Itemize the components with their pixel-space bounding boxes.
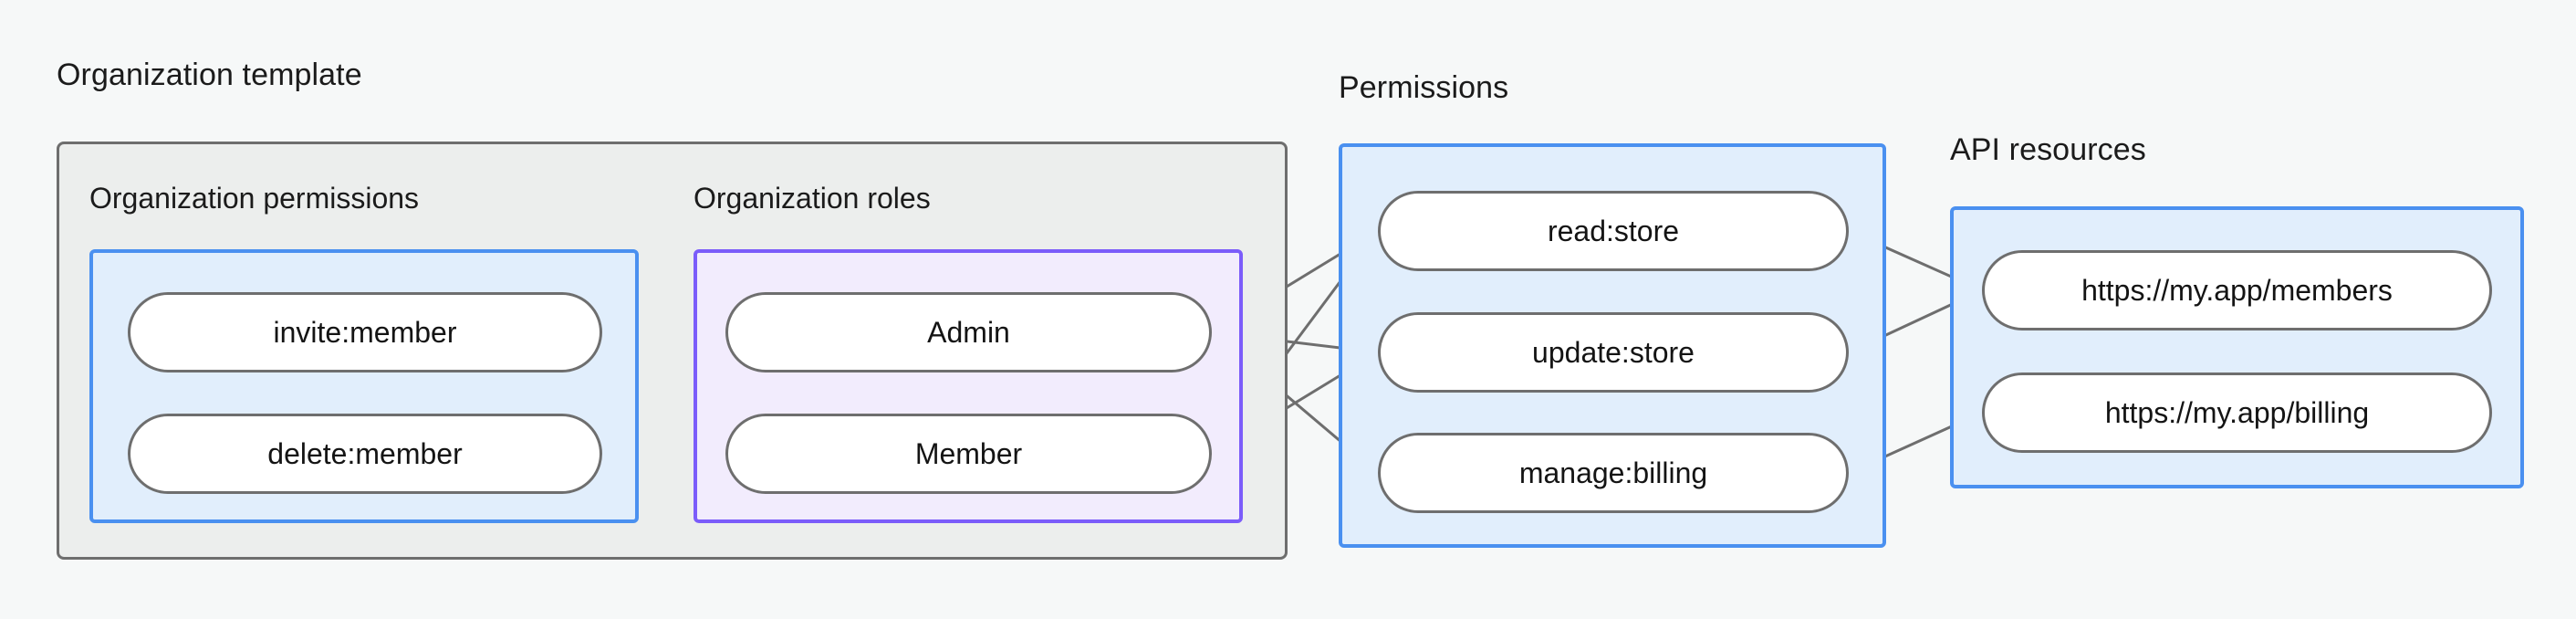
node-member[interactable]: Member [725, 414, 1212, 494]
node-manage-billing[interactable]: manage:billing [1378, 433, 1849, 513]
node-read-store[interactable]: read:store [1378, 191, 1849, 271]
node-update-store[interactable]: update:store [1378, 312, 1849, 393]
org-permissions-title: Organization permissions [89, 182, 420, 215]
org-roles-title: Organization roles [694, 182, 931, 215]
node-invite-member[interactable]: invite:member [128, 292, 602, 372]
node-delete-member[interactable]: delete:member [128, 414, 602, 494]
node-admin[interactable]: Admin [725, 292, 1212, 372]
org-template-title: Organization template [57, 58, 362, 92]
api-resources-title: API resources [1950, 132, 2146, 167]
node-members-url[interactable]: https://my.app/members [1982, 250, 2492, 330]
permissions-title: Permissions [1339, 70, 1509, 105]
node-billing-url[interactable]: https://my.app/billing [1982, 372, 2492, 453]
